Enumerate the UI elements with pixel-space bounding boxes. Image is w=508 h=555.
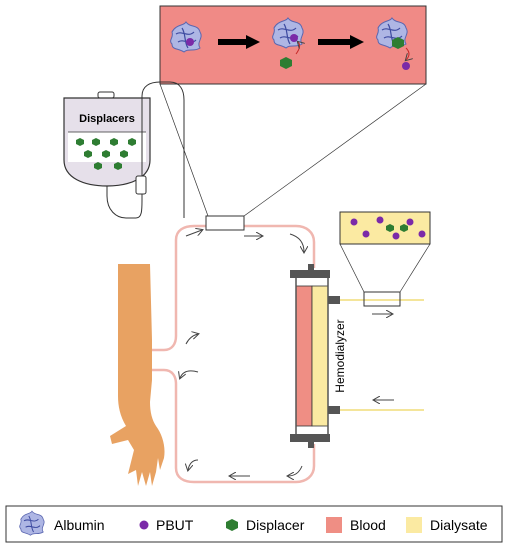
dialyzer-blood-compartment [295,285,313,427]
legend-pbut-label: PBUT [156,517,194,533]
mechanism-inset [159,5,427,85]
dialysate-inset [339,211,431,307]
flow-arrows [180,230,304,476]
legend: Albumin PBUT Displacer Blood Dialysate [5,505,503,543]
displacer-hexagon-bound [392,37,404,49]
dialyzer-dialysate-compartment [311,285,329,427]
bag-hanger [97,91,115,99]
blood-circuit [146,224,316,484]
drip-clamp [135,175,147,195]
albumin-displacer-approach [271,17,304,69]
displacer-bag: Displacers [63,81,185,219]
legend-blood-swatch [326,517,342,533]
legend-dialysate-label: Dialysate [430,517,488,533]
hemodialyzer: Hemodialyzer [290,264,347,448]
dialyzer-label: Hemodialyzer [333,319,347,392]
bag-label: Displacers [79,113,135,125]
legend-displacer-label: Displacer [246,517,305,533]
dialyzer-top-nozzle [308,264,314,272]
legend-displacer-icon [226,519,238,531]
dialyzer-bottom-cap [290,434,330,442]
pbut-dot-bound [290,34,298,42]
dialyzer-bottom-nozzle [308,440,314,448]
venous-line [146,368,316,484]
albumin-pbut-released [375,17,410,70]
legend-blood-label: Blood [350,517,386,533]
dialyzer-top-cap [290,270,330,278]
legend-dialysate-swatch [406,517,422,533]
inset-connector-right [243,83,427,217]
arterial-line [146,224,316,352]
legend-pbut-icon [139,520,149,530]
bag-displacers [76,138,136,170]
dialysate-port-bottom [328,406,340,414]
patient-arm [110,264,165,486]
legend-albumin-label: Albumin [54,517,105,533]
pbut-dot-bound [186,38,194,46]
dialysate-port-top [328,296,340,304]
pbut-dot-released [402,62,410,70]
dialysate-sample-window [363,291,401,307]
dialysate-inset-box [339,211,431,245]
displacer-hexagon [280,57,292,69]
injection-port [205,215,245,231]
albumin-pbut-complex [169,21,202,53]
